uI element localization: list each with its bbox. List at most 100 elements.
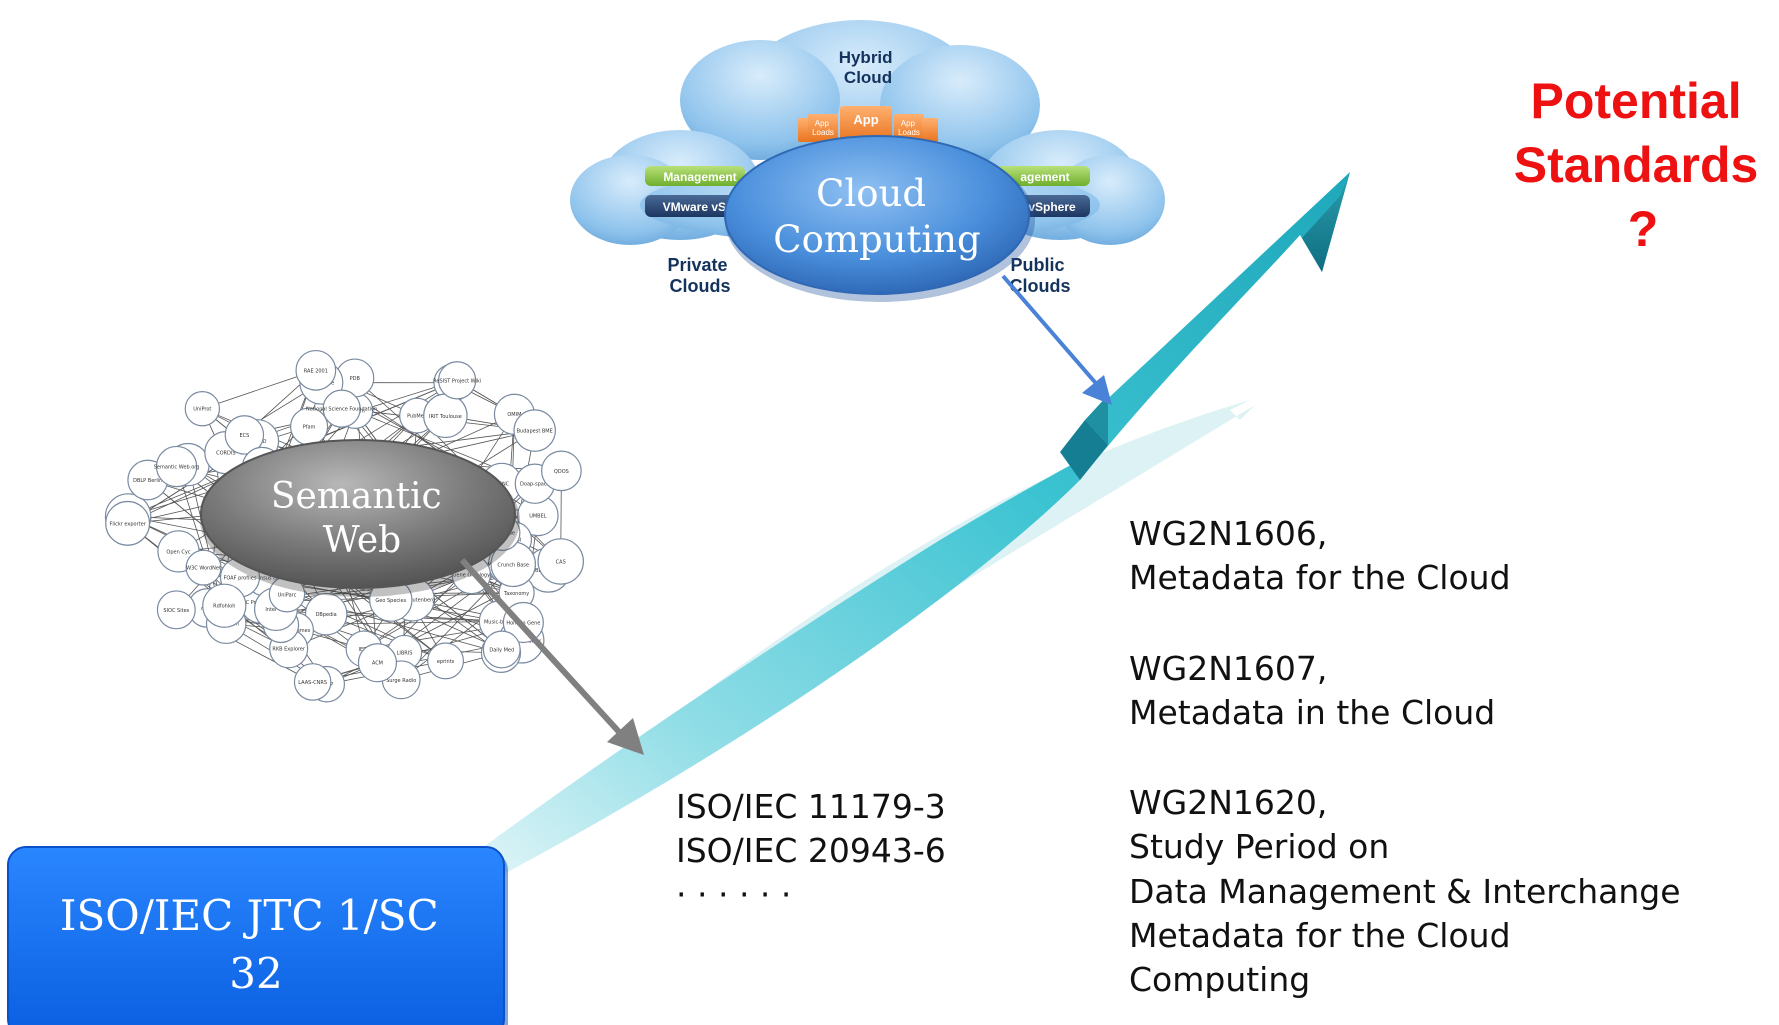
network-node-label: QDOS <box>554 469 569 475</box>
network-node: SIOC Sites <box>156 590 196 630</box>
right-stack-bars: agement vSphere <box>990 166 1090 217</box>
network-node: UniProt <box>184 391 221 427</box>
network-node: DBpedia <box>304 592 348 636</box>
network-node-circle <box>513 409 556 452</box>
network-node-label: LIBRIS <box>397 651 413 657</box>
wg-doc-1606-title: Metadata for the Cloud <box>1129 558 1511 597</box>
wg-doc-1620-line2: Data Management & Interchange <box>1129 872 1681 911</box>
right-vsphere-label: vSphere <box>1028 200 1076 214</box>
network-node-label: Taxonomy <box>503 591 529 597</box>
iso-standard-11179: ISO/IEC 11179-3 <box>676 787 946 826</box>
network-node: eprints <box>427 642 465 680</box>
network-node-circle <box>357 643 398 683</box>
wg-doc-1620-line3: Metadata for the Cloud <box>1129 916 1511 955</box>
network-node-label: Budapest BME <box>517 429 553 435</box>
network-node-label: UniProt <box>193 407 211 413</box>
network-node: Pfam <box>290 407 329 446</box>
hybrid-cloud-label: Hybrid Cloud <box>839 48 898 87</box>
network-node-label: IRIT Toulouse <box>429 414 462 420</box>
network-node-label: Semantic Web.org <box>154 465 200 471</box>
network-node-label: Crunch Base <box>497 562 529 568</box>
network-node-label: FOAF profiles <box>223 575 256 581</box>
network-node-circle <box>427 642 465 680</box>
potential-line-2: Standards <box>1514 137 1759 193</box>
right-management-label: agement <box>1020 170 1069 184</box>
network-node: Semantic Web.org <box>154 445 200 488</box>
network-node-circle <box>295 349 337 391</box>
network-node: W3C WordNet <box>185 549 222 586</box>
network-node-label: LAAS-CNRS <box>298 680 327 686</box>
network-node-circle <box>156 590 196 630</box>
network-node: Budapest BME <box>513 409 556 452</box>
network-node-circle <box>185 549 222 586</box>
network-node-label: PDB <box>350 376 361 382</box>
potential-standards-label: Potential Standards ? <box>1514 73 1772 257</box>
network-node-circle <box>482 630 521 669</box>
left-vmware-label: VMware vSp <box>663 200 734 214</box>
wg-doc-1620-line1: Study Period on <box>1129 827 1389 866</box>
network-node: LAAS-CNRS <box>293 663 332 701</box>
network-node: Rdfohloh <box>202 583 247 628</box>
network-node-label: Inter Pro <box>265 607 286 613</box>
network-node-label: RKB Explorer <box>272 647 306 653</box>
network-node: QDOS <box>541 450 582 492</box>
public-clouds-label: Public Clouds <box>1010 255 1071 296</box>
progress-arrow-side <box>1085 395 1108 445</box>
semantic-web-label: Semantic Web <box>271 476 453 561</box>
app-loads-center: App <box>853 112 878 127</box>
network-node-label: UniParc <box>278 592 297 598</box>
potential-line-1: Potential <box>1530 73 1741 129</box>
network-node-label: Rdfohloh <box>213 604 235 610</box>
network-node-label: Doap-space <box>520 482 550 488</box>
network-node-label: W3C WordNet <box>186 566 221 572</box>
network-node-circle <box>105 500 151 546</box>
app-loads-boxes: App App Loads App Loads <box>798 106 938 142</box>
app-loads-right: App Loads <box>898 119 920 137</box>
network-node-label: Geo Species <box>375 598 406 604</box>
network-node-label: US Census Data <box>245 575 285 581</box>
network-node: Flickr exporter <box>105 500 151 546</box>
network-node-circle <box>224 415 265 455</box>
network-node: National Science Foundation <box>306 389 377 428</box>
iso-standards-list: ISO/IEC 11179-3 ISO/IEC 20943-6 · · · · … <box>676 787 956 914</box>
network-node-circle <box>304 592 348 636</box>
iso-standard-20943: ISO/IEC 20943-6 <box>676 831 946 870</box>
network-node-label: Surge Radio <box>386 678 416 684</box>
network-node-circle <box>541 450 582 492</box>
network-node-label: Music-brainz <box>484 619 516 625</box>
network-node: ACM <box>357 643 398 683</box>
network-node-label: ECS <box>239 433 249 439</box>
sc32-node: ISO/IEC JTC 1/SC 32 <box>7 846 508 1025</box>
wg-doc-1620-line4: Computing <box>1129 960 1310 999</box>
network-node-label: Open Cyc <box>166 549 190 555</box>
wg-doc-1606-number: WG2N1606, <box>1129 514 1327 553</box>
network-node-label: DBLP Berlin <box>133 478 162 484</box>
sc32-box <box>7 846 505 1025</box>
network-node-label: RAE 2001 <box>304 368 328 374</box>
left-management-label: Management <box>663 170 736 184</box>
network-node: CAS <box>537 538 584 585</box>
network-node-label: DBpedia <box>316 612 337 618</box>
network-node-label: National Science Foundation <box>306 407 377 413</box>
left-stack-bars: Management VMware vSp <box>645 166 745 217</box>
cloud-computing-ellipse <box>724 135 1030 295</box>
network-node-label: PubMed <box>407 414 427 420</box>
network-edge <box>127 523 289 650</box>
network-node-label: Daily Med <box>489 647 514 653</box>
cloud-computing-node: Cloud Computing <box>724 135 1035 302</box>
semantic-web-node: Semantic Web <box>200 439 520 597</box>
network-node-circle <box>322 389 361 428</box>
wg-doc-1607-number: WG2N1607, <box>1129 649 1327 688</box>
network-node-circle <box>184 391 221 427</box>
progress-arrow-body <box>455 172 1350 892</box>
progress-arrow <box>440 172 1350 900</box>
network-node: IRIT Toulouse <box>423 393 468 439</box>
semantic-web-ellipse <box>200 439 516 589</box>
wg-documents-list: WG2N1606, Metadata for the Cloud WG2N160… <box>1129 514 1691 999</box>
iso-standard-ellipsis: · · · · · · <box>676 875 791 914</box>
network-node-label: ReSIST Project Wiki <box>433 378 481 384</box>
network-node: ECS <box>224 415 265 455</box>
wg-doc-1620-number: WG2N1620, <box>1129 783 1327 822</box>
network-node-circle <box>202 583 247 628</box>
potential-line-3: ? <box>1628 201 1659 257</box>
